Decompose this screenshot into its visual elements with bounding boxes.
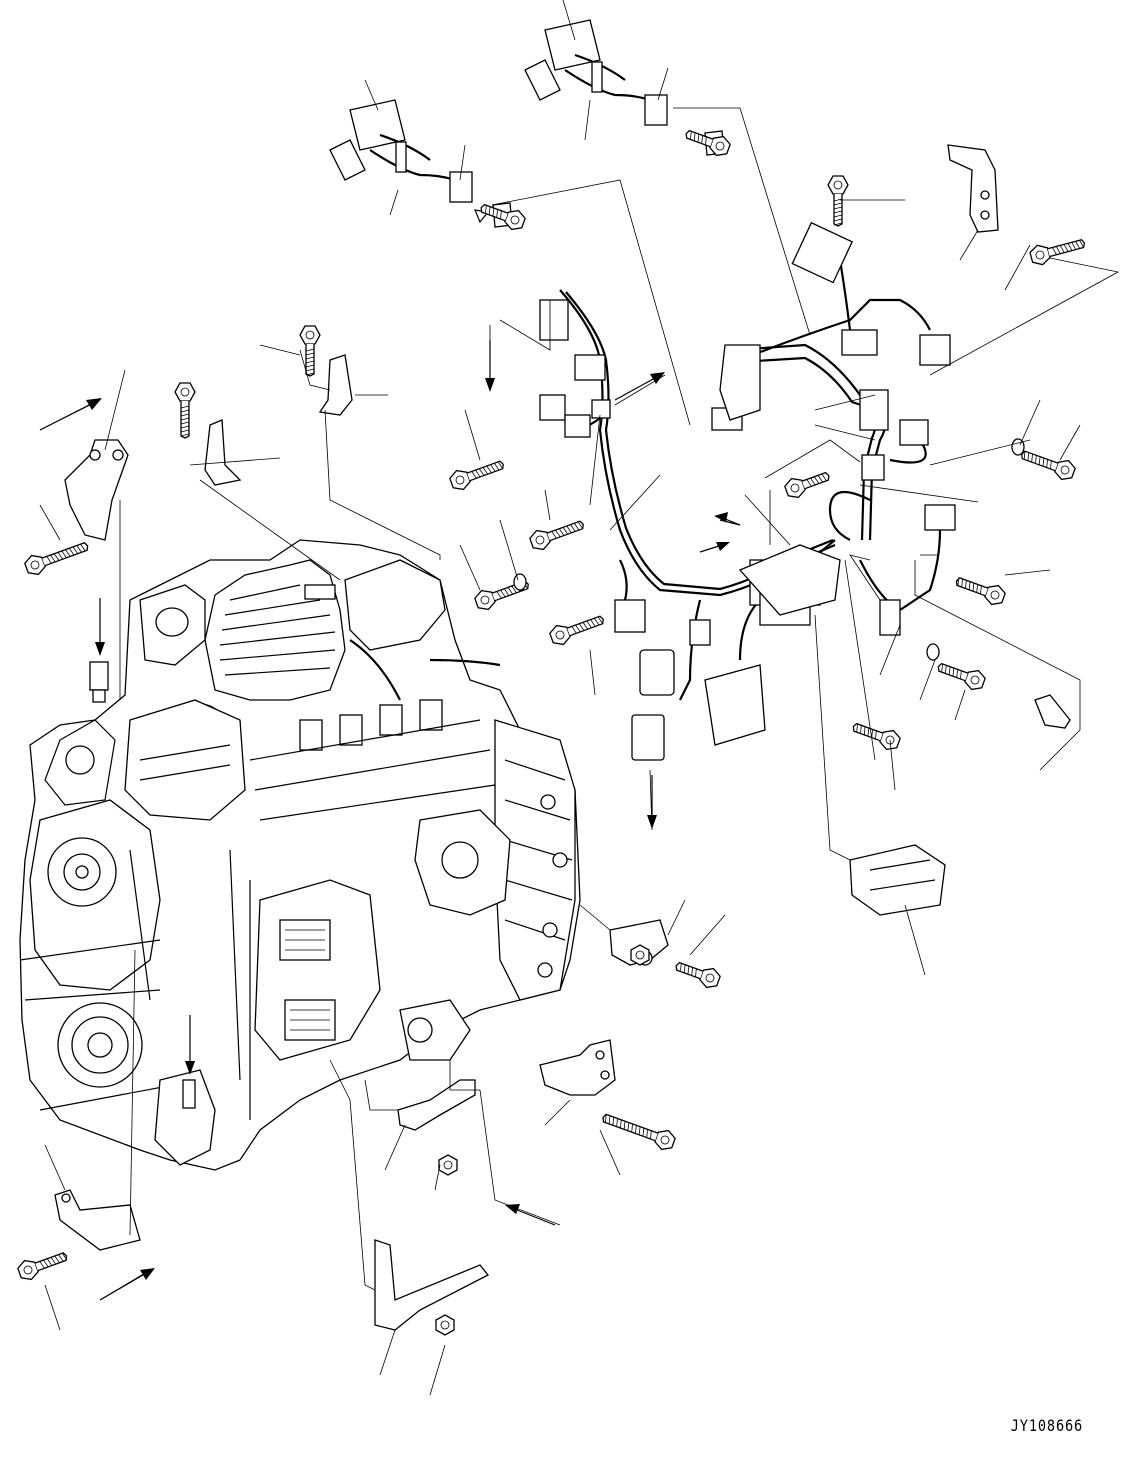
bracket-l-1 (204, 419, 242, 486)
leader-lines (39, 0, 1120, 1396)
bracket-clip (1034, 694, 1071, 729)
bolt-icon (630, 944, 650, 966)
connector-b (574, 354, 606, 381)
connector-a (539, 299, 569, 341)
bracket-upper-right (947, 144, 999, 233)
washer-icon (513, 573, 527, 591)
bracket-upper-left (64, 439, 129, 541)
bolt-icon (675, 961, 721, 989)
bolt-icon (549, 615, 604, 646)
bolt-icon (24, 542, 89, 576)
sensor-harness-left (329, 99, 513, 228)
bracket-lower-4 (54, 1189, 141, 1251)
bolt-icon (435, 1314, 455, 1336)
bolt-icon (480, 203, 526, 231)
connector-e (841, 329, 878, 356)
engine-block (19, 539, 581, 1171)
speed-sensor (89, 661, 109, 691)
bolt-icon (602, 1113, 676, 1151)
wiring-harness (539, 221, 956, 916)
bolt-icon (17, 1252, 68, 1281)
connector-j (631, 714, 665, 761)
brackets (54, 144, 1071, 1331)
bolt-icon (1021, 450, 1076, 481)
bolt-icon (529, 520, 584, 551)
junction-box (849, 844, 946, 916)
direction-arrows (39, 340, 741, 1301)
sensor-harness-right (524, 19, 725, 156)
bracket-lower-2 (397, 1079, 476, 1131)
bolt-icon (784, 471, 830, 499)
washer-icon (1011, 438, 1025, 456)
bolt-icon (685, 129, 731, 157)
bracket-lower-1 (539, 1039, 616, 1096)
bolt-icon (299, 325, 321, 377)
bolt-icon (174, 382, 196, 439)
drawing-code: JY108666 (1010, 1416, 1083, 1435)
sensor-connector-right (644, 94, 668, 126)
connector-h (614, 599, 646, 633)
bolt-icon (937, 662, 986, 691)
connector-g (899, 419, 929, 446)
bracket-l-2 (318, 354, 353, 416)
connector-k (704, 664, 766, 746)
bolt-icon (449, 460, 504, 491)
label-plate (304, 584, 336, 600)
bolt-icon (438, 1154, 458, 1176)
connector-f (919, 334, 951, 366)
bolt-icon (827, 175, 849, 227)
bolt-icon (852, 722, 901, 751)
connector-d (791, 221, 854, 284)
fasteners (17, 129, 1086, 1336)
washer-icon (926, 643, 940, 661)
bolt-icon (1029, 239, 1086, 266)
connector-i (639, 649, 675, 696)
bolt-icon (955, 577, 1006, 606)
sensor-connector-left (449, 171, 473, 203)
bracket-lower-3 (374, 1239, 490, 1331)
